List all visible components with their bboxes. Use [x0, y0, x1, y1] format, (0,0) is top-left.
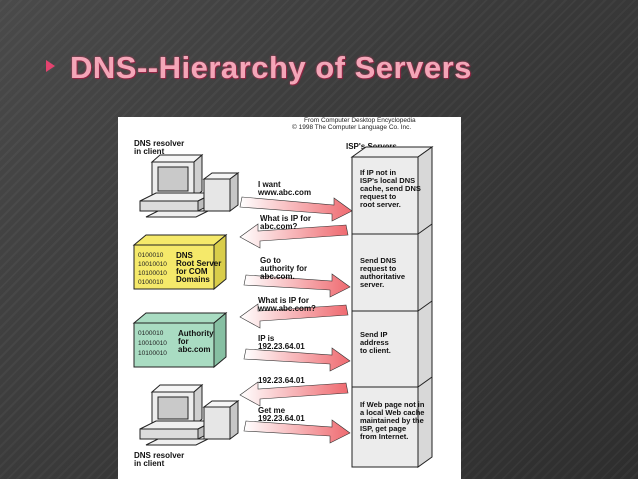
root-server-label-line: for COM: [176, 267, 208, 276]
msg-go-to-authority-line: Go to: [260, 256, 281, 265]
tower-text-cache-line: root server.: [360, 200, 401, 209]
tower-text-send-dns-line: request to: [360, 264, 397, 273]
msg-go-to-authority-line: abc.com.: [260, 272, 295, 281]
tower-text-web-cache-line: a local Web cache: [360, 408, 424, 417]
root-server-bits-line: 0100010: [138, 279, 164, 286]
arrow-2-left: [239, 223, 349, 249]
client-computer-top-icon: [139, 153, 240, 218]
authority-server-bits-line: 0100010: [138, 330, 164, 337]
arrow-3-right: [243, 273, 351, 298]
root-server-label-line: DNS: [176, 251, 194, 260]
client-top-label-1: DNS resolver: [134, 139, 184, 148]
msg-get-me-line: 192.23.64.01: [258, 414, 305, 423]
msg-i-want-line: I want: [258, 180, 281, 189]
root-server-bits-line: 0100010: [138, 252, 164, 259]
title-bullet-icon: [46, 60, 55, 72]
arrow-1-right: [239, 196, 353, 222]
tower-text-send-dns-line: Send DNS: [360, 256, 396, 265]
tower-text-send-ip-line: Send IP: [360, 330, 388, 339]
root-server-bits-line: 10010010: [138, 261, 167, 268]
msg-what-is-ip-2-line: www.abc.com?: [257, 304, 316, 313]
tower-text-cache-line: cache, send DNS: [360, 184, 421, 193]
isp-server-tower: [350, 146, 434, 468]
client-computer-bottom-icon: [139, 383, 240, 446]
root-server-label-line: Root Server: [176, 259, 221, 268]
tower-text-cache-line: If IP not in: [360, 168, 397, 177]
msg-what-is-ip-2-line: What is IP for: [258, 296, 309, 305]
arrow-6-left: [239, 381, 349, 407]
msg-go-to-authority-line: authority for: [260, 264, 307, 273]
client-bottom-label-2: in client: [134, 459, 165, 468]
authority-server-label-line: for: [178, 337, 189, 346]
dns-diagram-svg: From Computer Desktop Encyclopedia © 199…: [132, 117, 434, 468]
arrow-4-left: [239, 303, 349, 329]
arrow-5-right: [243, 347, 351, 372]
authority-server-bits-line: 10010010: [138, 340, 167, 347]
tower-text-send-ip-line: address: [360, 338, 389, 347]
tower-text-send-dns-line: server.: [360, 280, 384, 289]
msg-ip-is-line: IP is: [258, 334, 275, 343]
tower-text-web-cache-line: maintained by the: [360, 416, 424, 425]
source-credit-line-2: © 1998 The Computer Language Co. Inc.: [292, 123, 411, 131]
authority-server-bits: 0100010 10010010 10100010: [138, 330, 167, 357]
root-server-label-line: Domains: [176, 275, 210, 284]
tower-text-web-cache-line: ISP, get page: [360, 424, 406, 433]
msg-i-want-line: www.abc.com: [257, 188, 311, 197]
root-server-box: [132, 233, 228, 291]
msg-ip-reply-line: 192.23.64.01: [258, 376, 305, 385]
msg-get-me-line: Get me: [258, 406, 286, 415]
authority-server-bits-line: 10100010: [138, 350, 167, 357]
dns-diagram: From Computer Desktop Encyclopedia © 199…: [118, 117, 461, 479]
tower-text-cache-line: request to: [360, 192, 397, 201]
arrow-7-right: [243, 419, 351, 444]
tower-text-web-cache-line: from Internet.: [360, 432, 408, 441]
root-server-bits-line: 10100010: [138, 270, 167, 277]
authority-server-box: [132, 311, 228, 369]
client-bottom-label-1: DNS resolver: [134, 451, 184, 460]
tower-text-send-dns-line: authoritative: [360, 272, 405, 281]
source-credit-line-1: From Computer Desktop Encyclopedia: [304, 117, 416, 124]
authority-server-label-line: Authority: [178, 329, 214, 338]
tower-text-cache-line: ISP's local DNS: [360, 176, 415, 185]
tower-text-send-ip-line: to client.: [360, 346, 391, 355]
msg-ip-is-line: 192.23.64.01: [258, 342, 305, 351]
slide-title: DNS--Hierarchy of Servers: [70, 50, 472, 85]
client-top-label-2: in client: [134, 147, 165, 156]
tower-text-web-cache-line: If Web page not in: [360, 400, 425, 409]
msg-what-is-ip-1-line: abc.com?: [260, 222, 297, 231]
msg-what-is-ip-1-line: What is IP for: [260, 214, 311, 223]
root-server-bits: 0100010 10010010 10100010 0100010: [138, 252, 167, 286]
authority-server-label-line: abc.com: [178, 345, 210, 354]
